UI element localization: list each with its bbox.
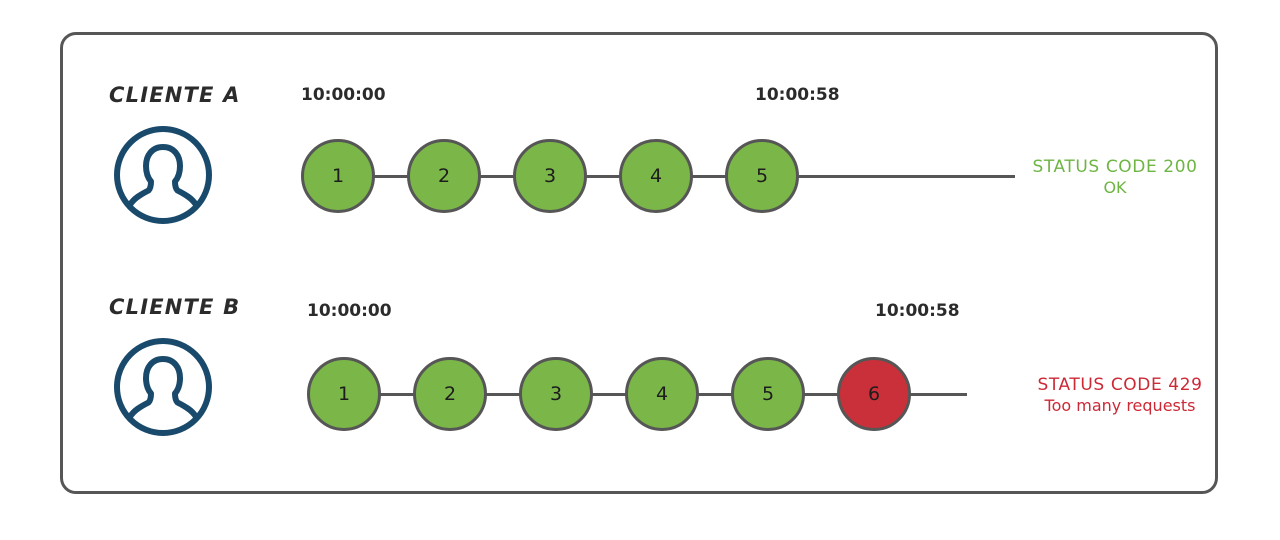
request-node[interactable]: 1: [301, 139, 375, 213]
request-node[interactable]: 5: [725, 139, 799, 213]
connector-1-2: [371, 175, 411, 178]
client-a-label: CLIENTE A: [109, 83, 241, 107]
user-avatar-icon: [111, 123, 215, 227]
connector-2-3: [483, 393, 523, 396]
status-code-text: STATUS CODE 429: [1037, 375, 1203, 395]
request-node[interactable]: 5: [731, 357, 805, 431]
connector-5-status: [795, 175, 1015, 178]
row-b-status-badge: STATUS CODE 429 Too many requests: [1015, 375, 1225, 416]
request-node[interactable]: 4: [625, 357, 699, 431]
diagram-panel: CLIENTE A 10:00:00 10:00:58: [60, 32, 1218, 494]
status-code-text: STATUS CODE 200: [1032, 157, 1198, 177]
connector-4-5: [695, 393, 735, 396]
row-a-time-start: 10:00:00: [301, 85, 386, 105]
connector-1-2: [377, 393, 417, 396]
row-a-time-end: 10:00:58: [755, 85, 840, 105]
connector-5-6: [801, 393, 841, 396]
row-b-time-start: 10:00:00: [307, 301, 392, 321]
status-message-text: OK: [1103, 178, 1127, 198]
request-node[interactable]: 3: [519, 357, 593, 431]
connector-6-status: [907, 393, 967, 396]
row-b-time-end: 10:00:58: [875, 301, 960, 321]
connector-3-4: [589, 393, 629, 396]
user-avatar-icon: [111, 335, 215, 439]
row-a-status-badge: STATUS CODE 200 OK: [1015, 157, 1215, 198]
request-node[interactable]: 3: [513, 139, 587, 213]
connector-3-4: [583, 175, 623, 178]
request-node[interactable]: 2: [413, 357, 487, 431]
request-node[interactable]: 1: [307, 357, 381, 431]
connector-2-3: [477, 175, 517, 178]
status-message-text: Too many requests: [1044, 396, 1196, 416]
client-b-label: CLIENTE B: [109, 295, 241, 319]
request-node[interactable]: 2: [407, 139, 481, 213]
request-node-rejected[interactable]: 6: [837, 357, 911, 431]
connector-4-5: [689, 175, 729, 178]
request-node[interactable]: 4: [619, 139, 693, 213]
